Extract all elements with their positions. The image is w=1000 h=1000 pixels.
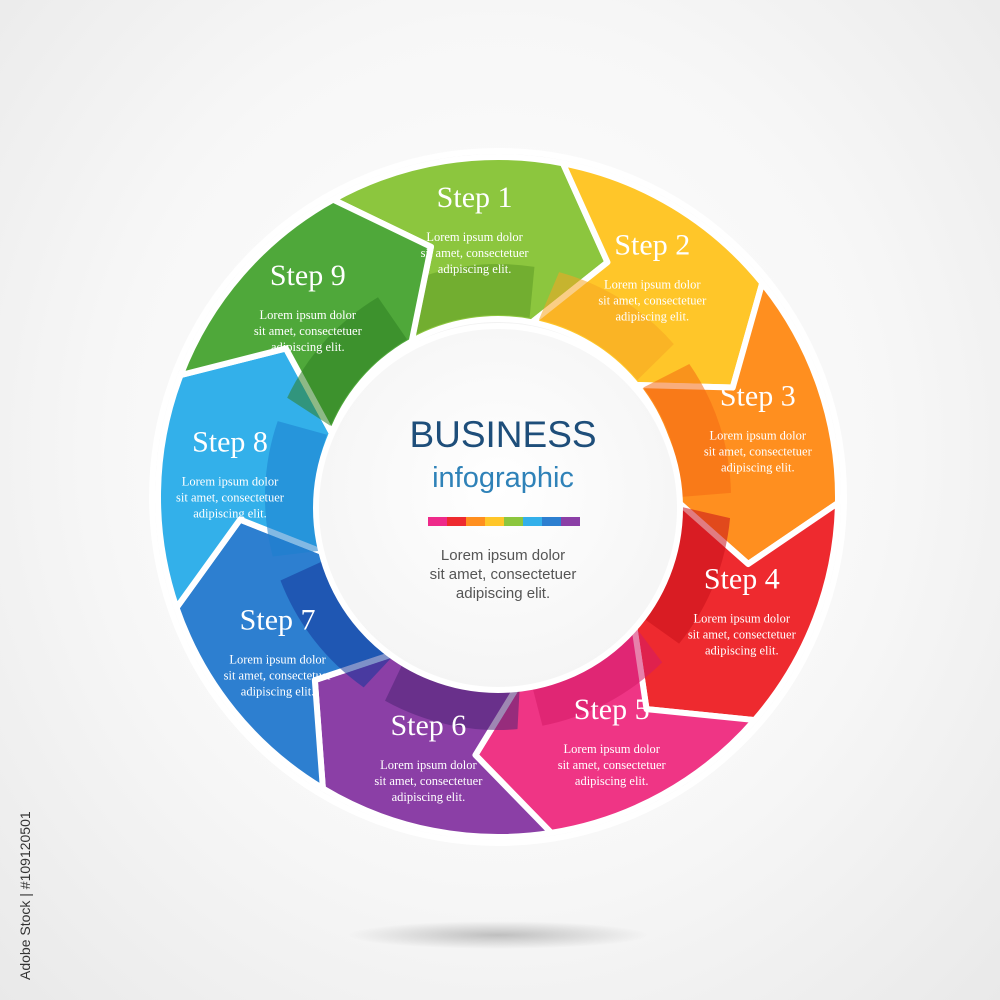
palette-swatch: [523, 517, 542, 526]
step-6-description-line-3: adipiscing elit.: [392, 790, 466, 804]
step-9-description-line-2: sit amet, consectetuer: [254, 324, 363, 338]
ground-shadow: [348, 921, 648, 949]
step-2-description-line-2: sit amet, consectetuer: [598, 294, 707, 308]
step-shading: [264, 421, 327, 557]
step-2-description-line-3: adipiscing elit.: [615, 310, 689, 324]
color-palette-bar: [428, 517, 580, 526]
step-2-title: Step 2: [614, 229, 690, 262]
palette-swatch: [428, 517, 447, 526]
step-8-title: Step 8: [192, 426, 268, 459]
step-2-description-line-1: Lorem ipsum dolor: [604, 278, 701, 292]
step-8-description-line-3: adipiscing elit.: [193, 507, 267, 521]
step-5-description-line-3: adipiscing elit.: [575, 774, 649, 788]
step-3-description-line-3: adipiscing elit.: [721, 460, 795, 474]
center-description-line-1: Lorem ipsum dolor: [441, 547, 565, 564]
step-shading: [280, 559, 399, 688]
center-title: BUSINESS: [409, 414, 596, 455]
step-3-description-line-1: Lorem ipsum dolor: [710, 428, 807, 442]
step-9-description-line-3: adipiscing elit.: [271, 340, 345, 354]
step-labels: Step 1 Lorem ipsum dolor sit amet, consect…: [176, 181, 813, 804]
step-7-description-line-3: adipiscing elit.: [241, 684, 315, 698]
step-4-title: Step 4: [704, 563, 780, 596]
step-3-description-line-2: sit amet, consectetuer: [704, 444, 813, 458]
step-8-description-line-2: sit amet, consectetuer: [176, 491, 285, 505]
step-shading: [287, 297, 407, 426]
step-1-description-line-1: Lorem ipsum dolor: [426, 230, 523, 244]
step-shading: [400, 264, 535, 335]
step-9-title: Step 9: [270, 259, 346, 292]
step-1-title: Step 1: [437, 181, 513, 214]
center-subtitle: infographic: [432, 462, 574, 494]
palette-swatch: [466, 517, 485, 526]
step-1-description-line-2: sit amet, consectetuer: [421, 246, 530, 260]
step-4-description-line-2: sit amet, consectetuer: [688, 628, 797, 642]
step-8-description-line-1: Lorem ipsum dolor: [182, 475, 279, 489]
step-6-description-line-1: Lorem ipsum dolor: [380, 758, 477, 772]
step-shading: [643, 364, 731, 497]
palette-swatch: [561, 517, 580, 526]
step-4-description-line-1: Lorem ipsum dolor: [694, 612, 791, 626]
center-disc: [313, 323, 683, 693]
palette-swatch: [542, 517, 561, 526]
center-description-line-3: adipiscing elit.: [456, 585, 550, 602]
step-6-title: Step 6: [390, 709, 466, 742]
step-segments: [155, 154, 841, 840]
step-segment-1: [330, 154, 611, 345]
palette-swatch: [485, 517, 504, 526]
step-4-description-line-3: adipiscing elit.: [705, 644, 779, 658]
step-shading: [538, 272, 674, 381]
palette-swatch: [447, 517, 466, 526]
step-5-title: Step 5: [574, 693, 650, 726]
palette-swatch: [504, 517, 523, 526]
step-7-description-line-1: Lorem ipsum dolor: [229, 652, 326, 666]
step-5-description-line-2: sit amet, consectetuer: [558, 758, 667, 772]
step-shading: [637, 506, 731, 644]
step-1-description-line-3: adipiscing elit.: [438, 262, 512, 276]
step-7-description-line-2: sit amet, consectetuer: [224, 668, 333, 682]
step-shading: [529, 621, 663, 726]
step-6-description-line-2: sit amet, consectetuer: [374, 774, 483, 788]
stock-id-label: Adobe Stock | #109120501: [17, 811, 33, 980]
step-7-title: Step 7: [240, 603, 316, 636]
step-5-description-line-1: Lorem ipsum dolor: [563, 742, 660, 756]
step-9-description-line-1: Lorem ipsum dolor: [260, 308, 357, 322]
step-3-title: Step 3: [720, 379, 796, 412]
center-description-line-2: sit amet, consectetuer: [430, 566, 577, 583]
